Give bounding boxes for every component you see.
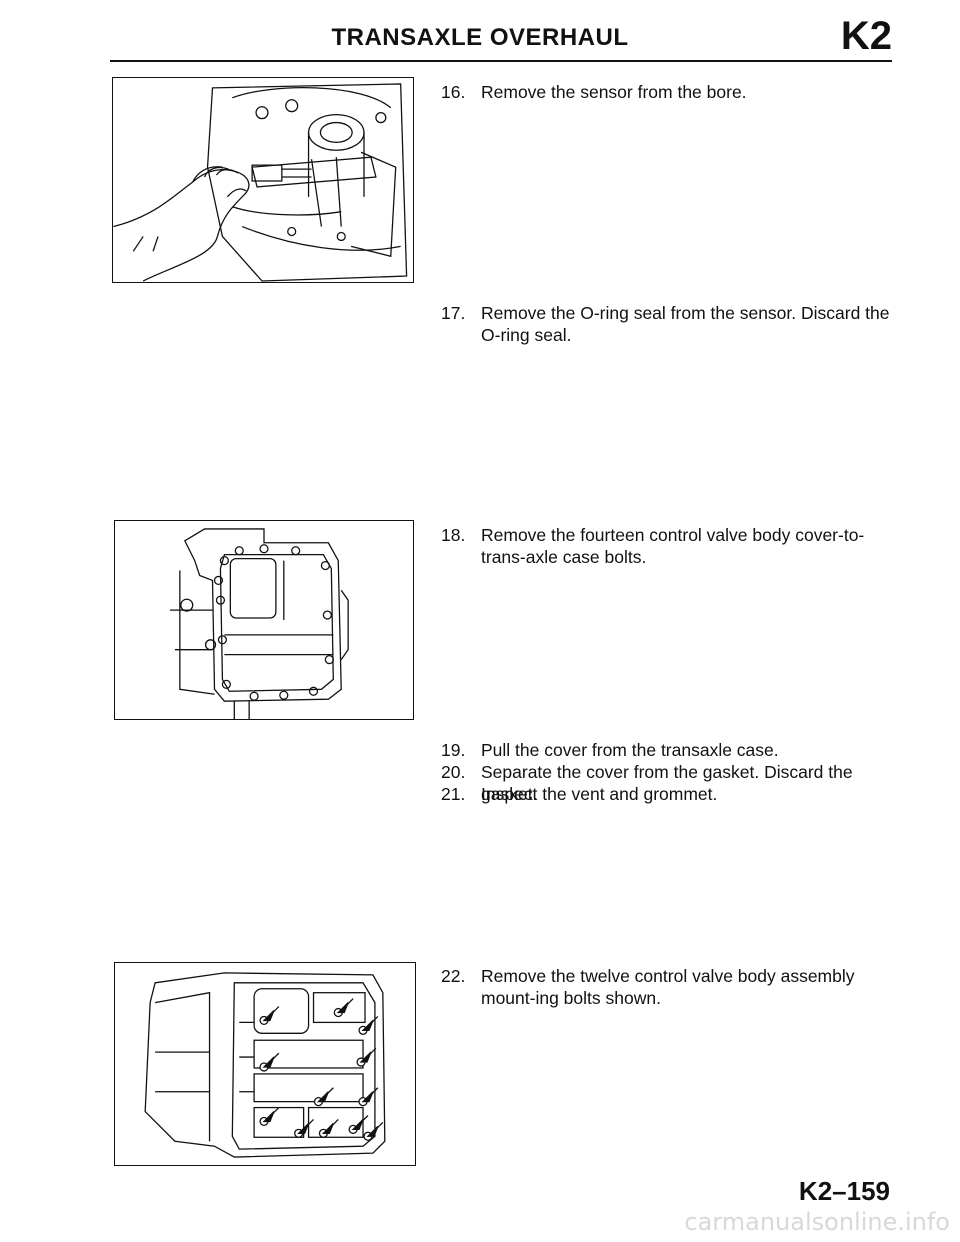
step-number: 17. (441, 303, 466, 323)
step-number: 19. (441, 740, 466, 760)
valve-body-mounting-bolts-arrows-illustration (144, 972, 386, 1158)
step-16: 16. Remove the sensor from the bore. (441, 81, 896, 103)
step-20: 20. Separate the cover from the gasket. … (441, 761, 896, 805)
step-text: Remove the O-ring seal from the sensor. … (481, 303, 890, 345)
hand-removing-sensor-illustration (113, 83, 408, 282)
figure-valve-body-bolts (114, 962, 416, 1166)
step-22: 22. Remove the twelve control valve body… (441, 965, 896, 1009)
step-number: 16. (441, 82, 466, 102)
step-text: Remove the sensor from the bore. (481, 82, 747, 102)
header-rule (110, 60, 892, 62)
step-21: 21. Inspect the vent and grommet. (441, 783, 896, 805)
figure-valve-body-cover (114, 520, 414, 720)
step-text: Pull the cover from the transaxle case. (481, 740, 779, 760)
page-title: TRANSAXLE OVERHAUL (331, 24, 629, 51)
watermark: carmanualsonline.info (684, 1208, 950, 1236)
valve-body-cover-bolts-illustration (169, 528, 349, 719)
figure-sensor-removal (112, 77, 414, 283)
step-number: 20. (441, 762, 466, 782)
page-number: K2–159 (798, 1176, 890, 1206)
step-number: 18. (441, 525, 466, 545)
step-text: Separate the cover from the gasket. Disc… (481, 762, 853, 804)
step-text: Remove the fourteen control valve body c… (481, 525, 865, 567)
step-17: 17. Remove the O-ring seal from the sens… (441, 302, 896, 346)
step-18: 18. Remove the fourteen control valve bo… (441, 524, 896, 568)
step-number: 22. (441, 966, 466, 986)
step-19: 19. Pull the cover from the transaxle ca… (441, 739, 896, 761)
section-code: K2 (840, 14, 892, 58)
step-number: 21. (441, 784, 466, 804)
step-text: Inspect the vent and grommet. (481, 784, 718, 804)
step-text: Remove the twelve control valve body ass… (481, 966, 855, 1008)
